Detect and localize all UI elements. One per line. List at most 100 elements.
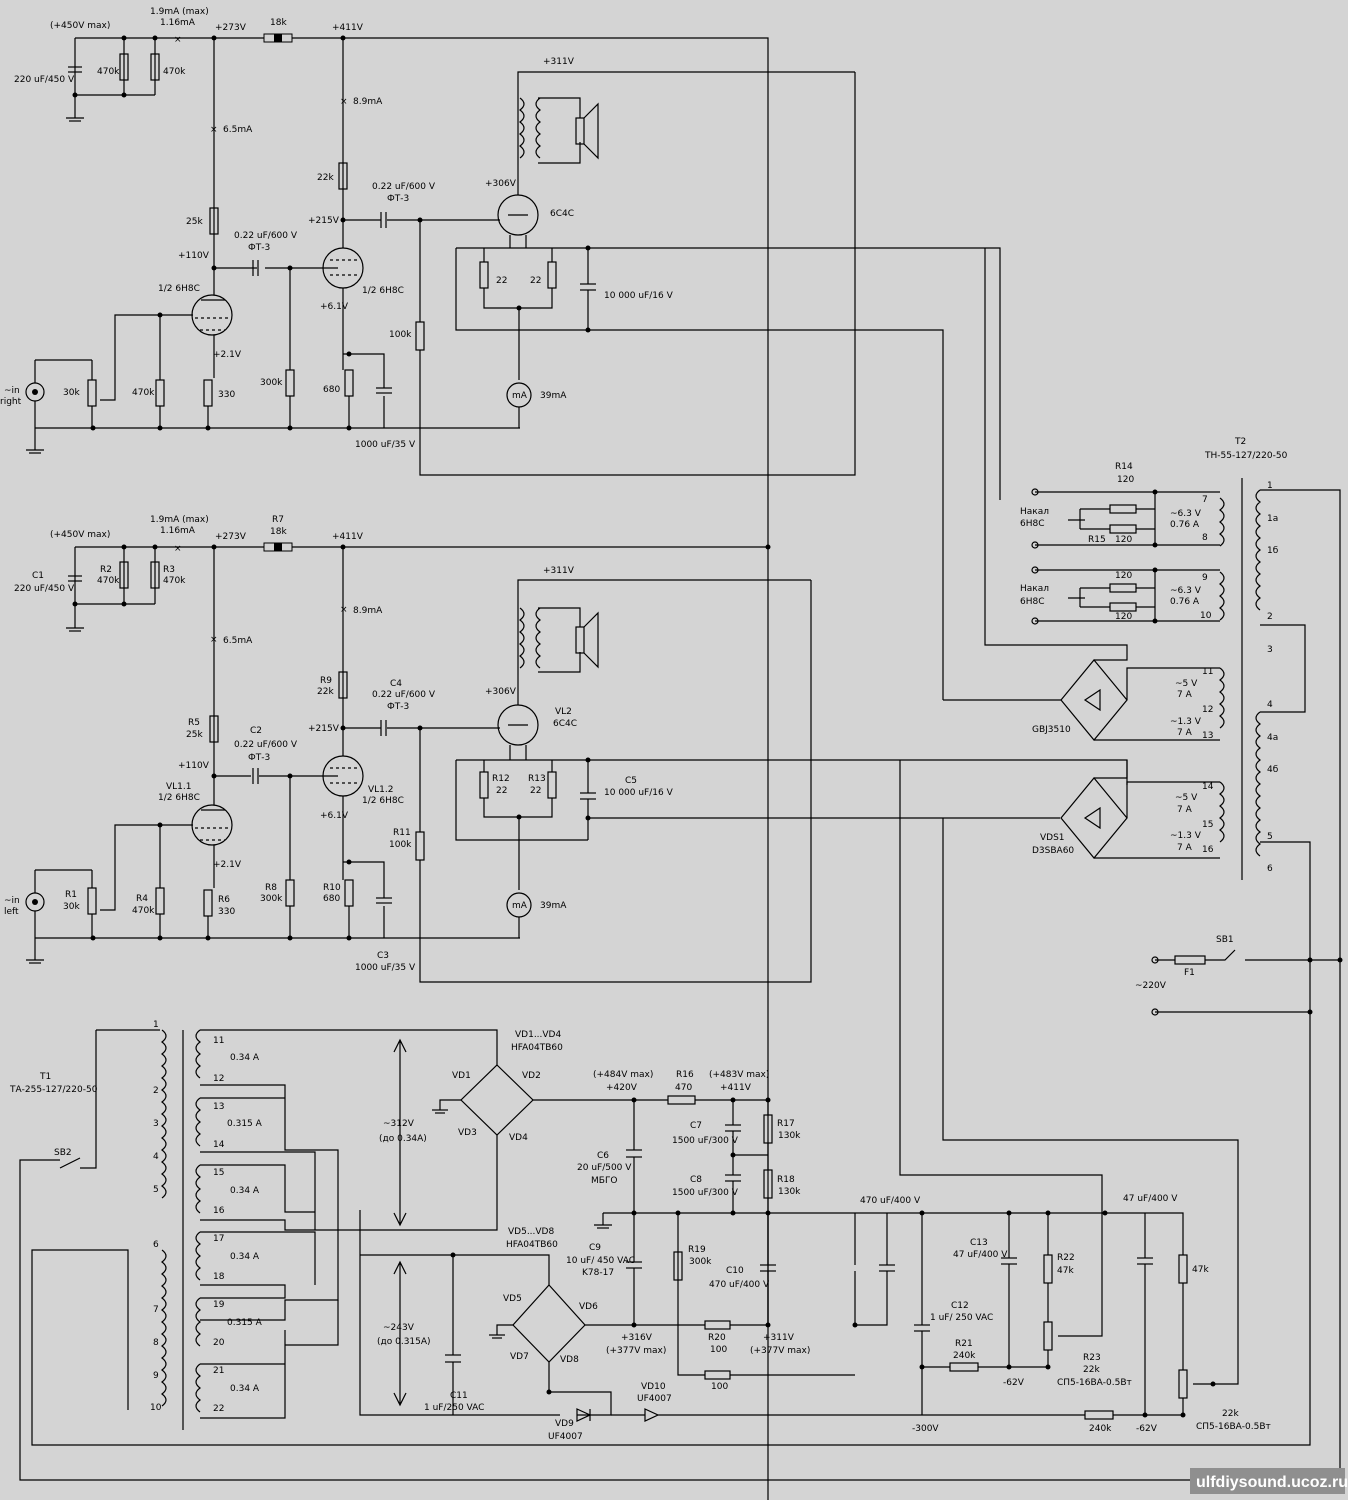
svg-text:VD5...VD8: VD5...VD8 — [508, 1227, 554, 1237]
svg-text:470 uF/400 V: 470 uF/400 V — [709, 1280, 770, 1290]
l-meter: mA — [512, 901, 528, 911]
l-VL2: VL2 — [555, 707, 572, 717]
r-v2.1: +2.1V — [213, 350, 242, 360]
svg-text:1б: 1б — [1267, 546, 1279, 556]
t2-w2-v: ~6.3 V — [1170, 586, 1202, 596]
t2-heater-section — [19, 248, 1343, 1481]
channel-right: × × × — [25, 33, 1001, 1500]
r-c-fil: 10 000 uF/16 V — [604, 291, 674, 301]
svg-text:4а: 4а — [1267, 733, 1278, 743]
svg-text:VD2: VD2 — [522, 1071, 541, 1081]
v-lo: ~243V — [383, 1323, 415, 1333]
svg-text:R17: R17 — [777, 1119, 795, 1129]
svg-text:C11: C11 — [450, 1391, 468, 1401]
svg-text:10 uF/ 450 VAC: 10 uF/ 450 VAC — [566, 1256, 635, 1266]
power-supply-section — [59, 760, 1239, 1430]
r-tube3: 6С4С — [550, 209, 574, 219]
l-tube1: 1/2 6Н8С — [158, 793, 200, 803]
l-r-grid: 470k — [132, 906, 155, 916]
svg-text:-62V: -62V — [1136, 1424, 1158, 1434]
svg-text:19: 19 — [213, 1300, 225, 1310]
l-R10: R10 — [323, 883, 341, 893]
svg-text:VD7: VD7 — [510, 1352, 529, 1362]
r-i-plate2: 8.9mA — [353, 97, 383, 107]
r-v6.1: +6.1V — [320, 302, 349, 312]
sb2: SB2 — [54, 1148, 72, 1158]
r-c-coupling-type: ФТ-3 — [248, 243, 270, 253]
l-v6.1: +6.1V — [320, 811, 349, 821]
r-meter-val: 39mA — [540, 391, 567, 401]
l-i-nom: 1.16mA — [160, 526, 196, 536]
r-v215: +215V — [308, 216, 340, 226]
t2-pins-right: 1 1а 1б 2 3 4 4а 4б 5 6 — [1267, 481, 1279, 874]
t2-w6-v: ~1.3 V — [1170, 831, 1202, 841]
svg-text:20: 20 — [213, 1338, 225, 1348]
svg-text:C9: C9 — [589, 1243, 601, 1253]
svg-text:0.315 A: 0.315 A — [227, 1318, 263, 1328]
r-r-cath2: 680 — [323, 385, 340, 395]
svg-text:C10: C10 — [726, 1266, 744, 1276]
l-R3: R3 — [163, 565, 175, 575]
svg-text:+311V: +311V — [763, 1333, 795, 1343]
t2-w5-a: 7 A — [1177, 805, 1193, 815]
t2-w4-a: 7 A — [1177, 728, 1193, 738]
svg-text:C13: C13 — [970, 1238, 988, 1248]
t2-r-b2: 120 — [1115, 612, 1132, 622]
svg-text:VD4: VD4 — [509, 1133, 528, 1143]
svg-text:HFA04TB60: HFA04TB60 — [511, 1043, 563, 1053]
l-r-plate1: 25k — [186, 730, 203, 740]
svg-text:-300V: -300V — [912, 1424, 939, 1434]
r-c-cath2: 1000 uF/35 V — [355, 440, 416, 450]
t1-type: ТА-255-127/220-50 — [9, 1085, 98, 1095]
svg-text:C7: C7 — [690, 1121, 702, 1131]
l-v311: +311V — [543, 566, 575, 576]
t2-R15: R15 — [1088, 535, 1106, 545]
t2-r-b1: 120 — [1115, 571, 1132, 581]
l-i-plate2: 8.9mA — [353, 606, 383, 616]
r-c-out-type: ФТ-3 — [387, 194, 409, 204]
t2-name: T2 — [1234, 437, 1246, 447]
svg-text:8: 8 — [153, 1338, 159, 1348]
v-hi-i: (до 0.34A) — [379, 1134, 427, 1144]
svg-text:0.34 A: 0.34 A — [230, 1384, 260, 1394]
svg-text:8: 8 — [1202, 533, 1208, 543]
svg-text:(+484V max): (+484V max) — [593, 1070, 653, 1080]
svg-text:C8: C8 — [690, 1175, 702, 1185]
v-lo-i: (до 0.315A) — [377, 1337, 431, 1347]
svg-text:UF4007: UF4007 — [548, 1432, 583, 1442]
r-r-grid: 470k — [132, 388, 155, 398]
svg-text:+411V: +411V — [720, 1083, 752, 1093]
l-VL11: VL1.1 — [166, 782, 191, 792]
svg-text:130k: 130k — [778, 1131, 801, 1141]
l-v2.1: +2.1V — [213, 860, 242, 870]
svg-text:15: 15 — [213, 1168, 224, 1178]
svg-text:5: 5 — [1267, 832, 1273, 842]
l-v306: +306V — [485, 687, 517, 697]
svg-text:1 uF/ 250 VAC: 1 uF/ 250 VAC — [930, 1313, 993, 1323]
r-r-fil-a: 22 — [496, 276, 507, 286]
l-R6: R6 — [218, 895, 230, 905]
r-i-nom: 1.16mA — [160, 18, 196, 28]
l-in1: ~in — [4, 896, 20, 906]
l-r-fil-b: 22 — [530, 786, 541, 796]
r-tube2: 1/2 6Н8С — [362, 286, 404, 296]
l-i-max: 1.9mA (max) — [150, 515, 209, 525]
svg-text:470: 470 — [675, 1083, 692, 1093]
r-i-max: 1.9mA (max) — [150, 7, 209, 17]
svg-text:VD9: VD9 — [555, 1419, 574, 1429]
t2-w1-a: 0.76 A — [1170, 520, 1200, 530]
svg-text:16: 16 — [213, 1206, 225, 1216]
t2-tube-a: 6Н8С — [1020, 519, 1045, 529]
l-r-cath2: 680 — [323, 894, 340, 904]
t2-nakal2: Накал — [1020, 584, 1049, 594]
channel-left: × × × — [25, 542, 1128, 983]
svg-text:7: 7 — [1202, 495, 1208, 505]
t1-pins-primary: 1 2 3 4 5 6 7 8 9 10 — [150, 1020, 162, 1413]
svg-text:(+377V max): (+377V max) — [606, 1346, 666, 1356]
l-C5: C5 — [625, 776, 637, 786]
r-c-res: 220 uF/450 V — [14, 75, 75, 85]
svg-text:4б: 4б — [1267, 765, 1279, 775]
svg-text:СП5-16ВА-0.5Вт: СП5-16ВА-0.5Вт — [1196, 1422, 1271, 1432]
t2-pins-left: 7 8 9 10 11 12 13 14 15 16 — [1200, 495, 1214, 855]
svg-text:VD1: VD1 — [452, 1071, 471, 1081]
